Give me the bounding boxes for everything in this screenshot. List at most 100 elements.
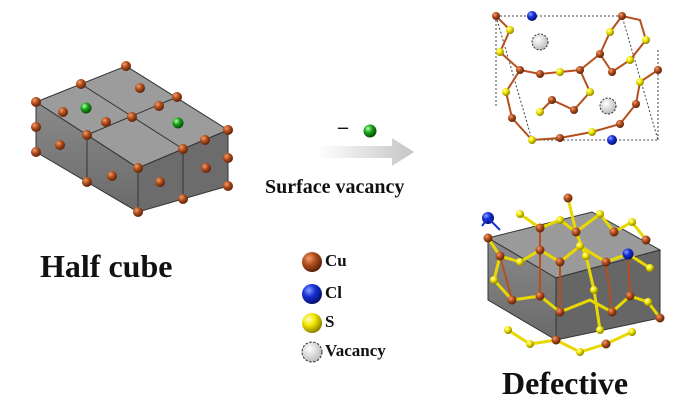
cu-atom bbox=[535, 291, 545, 301]
s-atom bbox=[644, 298, 652, 306]
cl-atom-green bbox=[80, 102, 92, 114]
cu-atom bbox=[641, 235, 651, 245]
cu-atom bbox=[133, 163, 143, 173]
cu-atom bbox=[607, 307, 617, 317]
cu-atom bbox=[601, 257, 611, 267]
cu-atom bbox=[223, 125, 233, 135]
cu-atom bbox=[55, 140, 65, 150]
cu-atom bbox=[82, 130, 92, 140]
half-cube-structure bbox=[31, 61, 233, 217]
s-atom bbox=[590, 286, 598, 294]
s-atom bbox=[586, 88, 594, 96]
s-atom bbox=[626, 56, 634, 64]
s-atom bbox=[526, 340, 534, 348]
half-cube-cu-atoms bbox=[31, 61, 233, 217]
defective-label: Defective bbox=[502, 365, 629, 401]
cu-s-framework bbox=[499, 253, 631, 312]
vacancy-site bbox=[599, 97, 617, 115]
legend-cl-label: Cl bbox=[325, 283, 342, 302]
s-atom bbox=[636, 78, 644, 86]
s-atom bbox=[506, 26, 514, 34]
cu-s-chain bbox=[599, 15, 648, 74]
cu-atom bbox=[551, 335, 561, 345]
cu-atom bbox=[121, 61, 131, 71]
cl-atom-green bbox=[172, 117, 184, 129]
cu-atom bbox=[127, 112, 137, 122]
s-atom bbox=[504, 326, 512, 334]
cl-atom bbox=[622, 248, 634, 260]
legend bbox=[301, 252, 323, 363]
cu-atom bbox=[201, 163, 211, 173]
s-atom bbox=[556, 68, 564, 76]
s-atom bbox=[606, 28, 614, 36]
cu-atom bbox=[548, 96, 556, 104]
cu-atom bbox=[107, 171, 117, 181]
cl-atom bbox=[527, 11, 537, 21]
legend-cu-label: Cu bbox=[325, 251, 347, 270]
cu-s-chain bbox=[539, 69, 592, 113]
cu-atom bbox=[31, 147, 41, 157]
cu-atom bbox=[516, 66, 524, 74]
s-atom bbox=[516, 258, 524, 266]
defective-cu-atoms bbox=[483, 193, 665, 349]
cu-atom bbox=[535, 245, 545, 255]
s-atom bbox=[596, 326, 604, 334]
legend-s-label: S bbox=[325, 312, 335, 331]
cu-atom bbox=[178, 144, 188, 154]
cu-atom bbox=[570, 106, 578, 114]
cu-s-chain bbox=[495, 15, 623, 76]
cu-atom bbox=[555, 257, 565, 267]
cu-atom bbox=[576, 66, 584, 74]
cu-atom bbox=[625, 291, 635, 301]
s-atom bbox=[490, 276, 498, 284]
vacancy-unit-s-atoms bbox=[496, 26, 650, 144]
cu-atom bbox=[178, 194, 188, 204]
s-atom bbox=[628, 218, 636, 226]
cl-atom bbox=[607, 135, 617, 145]
cu-atom bbox=[495, 251, 505, 261]
cu-atom bbox=[223, 181, 233, 191]
s-atom bbox=[502, 88, 510, 96]
s-atom bbox=[528, 136, 536, 144]
surface-vacancy-arrow bbox=[318, 124, 414, 166]
s-atom bbox=[588, 128, 596, 136]
cu-atom bbox=[618, 12, 626, 20]
legend-cl-swatch bbox=[302, 284, 322, 304]
cu-atom bbox=[535, 223, 545, 233]
s-atom bbox=[556, 216, 564, 224]
legend-cu-swatch bbox=[302, 252, 322, 272]
cu-atom bbox=[492, 12, 500, 20]
removed-cl-atom bbox=[363, 124, 377, 138]
cl-bond bbox=[481, 217, 501, 231]
s-atom bbox=[576, 242, 584, 250]
s-atom bbox=[642, 36, 650, 44]
cu-atom bbox=[601, 339, 611, 349]
cu-atom bbox=[563, 193, 573, 203]
cu-atom bbox=[58, 107, 68, 117]
cu-atom bbox=[596, 50, 604, 58]
cu-atom bbox=[483, 233, 493, 243]
unit-cell-outline bbox=[495, 15, 659, 141]
cu-atom bbox=[507, 295, 517, 305]
cu-atom bbox=[135, 83, 145, 93]
cu-atom bbox=[508, 114, 516, 122]
s-atom bbox=[628, 328, 636, 336]
cu-atom bbox=[101, 117, 111, 127]
cu-s-chain bbox=[504, 69, 659, 142]
defective-vacancy-unit bbox=[492, 11, 662, 145]
s-atom bbox=[576, 348, 584, 356]
arrow-shape bbox=[318, 138, 414, 166]
cu-atom bbox=[616, 120, 624, 128]
cu-atom bbox=[608, 68, 616, 76]
cu-atom bbox=[31, 122, 41, 132]
legend-vacancy-swatch bbox=[301, 341, 323, 363]
cu-atom bbox=[200, 135, 210, 145]
defective-cube-structure bbox=[481, 193, 665, 356]
cu-atom bbox=[655, 313, 665, 323]
cu-atom bbox=[571, 227, 581, 237]
cu-atom bbox=[172, 92, 182, 102]
cu-atom bbox=[536, 70, 544, 78]
legend-vacancy-label: Vacancy bbox=[325, 341, 386, 360]
s-atom bbox=[536, 108, 544, 116]
